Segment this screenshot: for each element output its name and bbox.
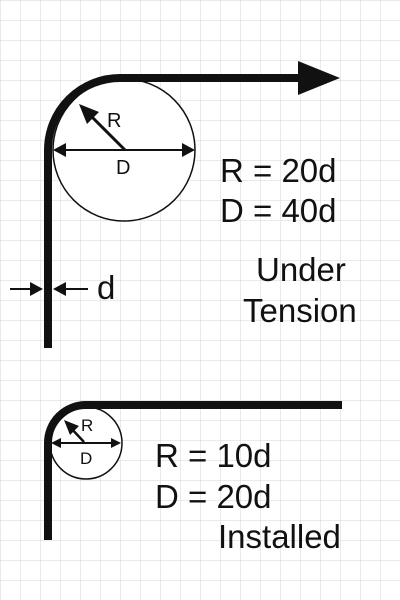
tension-diameter-arrowhead-right — [182, 143, 195, 157]
tension-cable — [44, 74, 302, 348]
tension-diameter-arrowhead-left — [53, 143, 66, 157]
installed-diameter-arrowhead-left — [51, 438, 61, 448]
installed-diameter-arrowhead-right — [111, 438, 121, 448]
tension-radius-formula: R = 20d — [220, 152, 337, 189]
tension-radius-arrowhead — [79, 104, 99, 124]
tension-arrowhead — [298, 61, 340, 95]
installed-diagram: R D R = 10d D = 20d Installed — [44, 401, 342, 555]
installed-diameter-label: D — [80, 449, 92, 468]
thickness-arrow-right-head — [53, 282, 66, 296]
tension-diagram: R D d R = 20d D = 40d Under Tension — [10, 61, 357, 348]
tension-caption-line2: Tension — [243, 292, 357, 329]
tension-diameter-label: D — [116, 157, 130, 179]
tension-radius-label: R — [107, 110, 121, 132]
installed-radius-arrowhead — [64, 420, 79, 435]
tension-caption-line1: Under — [256, 251, 346, 288]
tension-diameter-formula: D = 40d — [220, 192, 337, 229]
installed-diameter-formula: D = 20d — [155, 478, 272, 515]
installed-radius-label: R — [81, 416, 93, 435]
thickness-label: d — [97, 269, 115, 306]
installed-caption: Installed — [218, 518, 341, 555]
installed-cable — [44, 401, 342, 540]
thickness-arrow-left-head — [30, 282, 43, 296]
installed-radius-formula: R = 10d — [155, 437, 272, 474]
